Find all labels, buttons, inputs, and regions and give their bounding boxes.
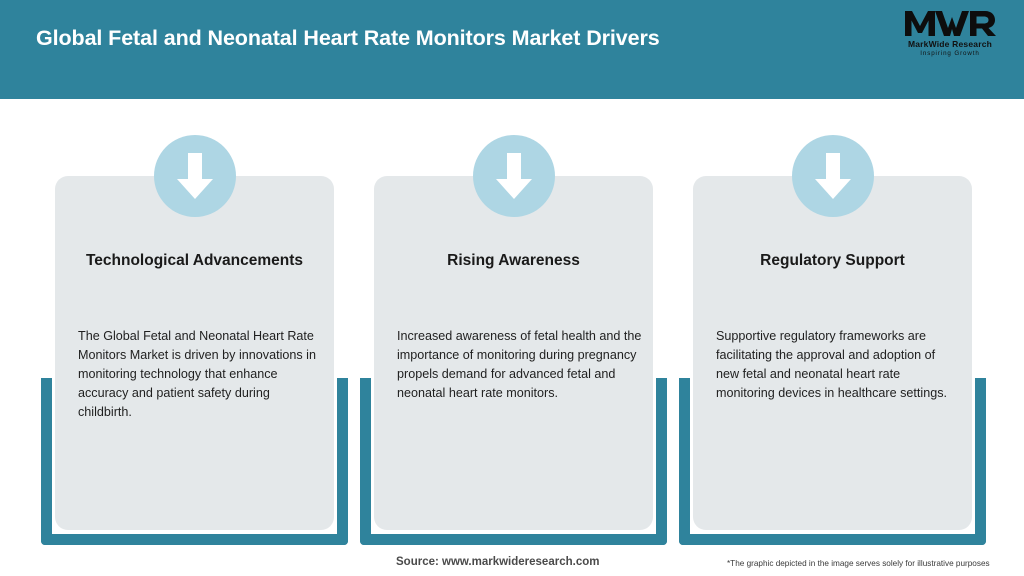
card-bracket-frame — [679, 378, 986, 545]
footer-source-label: Source: www.markwideresearch.com — [396, 556, 600, 568]
card-title: Regulatory Support — [760, 252, 905, 269]
card-panel — [693, 176, 972, 530]
card-bracket-frame — [41, 378, 348, 545]
down-arrow-icon — [153, 135, 236, 217]
driver-cards-row: Technological Advancements The Global Fe… — [0, 99, 1024, 545]
card-title: Rising Awareness — [447, 252, 580, 269]
down-arrow-icon — [791, 135, 874, 217]
driver-card[interactable]: Rising Awareness Increased awareness of … — [360, 99, 667, 545]
card-body-text: Supportive regulatory frameworks are fac… — [716, 329, 948, 400]
page-title: Global Fetal and Neonatal Heart Rate Mon… — [36, 26, 660, 50]
card-body-text: Increased awareness of fetal health and … — [397, 329, 642, 400]
down-arrow-icon — [472, 135, 555, 217]
mwr-logo-icon — [905, 11, 996, 36]
driver-card[interactable]: Technological Advancements The Global Fe… — [41, 99, 348, 545]
header-banner: Global Fetal and Neonatal Heart Rate Mon… — [0, 0, 1024, 99]
card-bracket-frame — [360, 378, 667, 545]
card-panel — [374, 176, 653, 530]
card-title: Technological Advancements — [85, 252, 304, 269]
logo-company-name: MarkWide Research — [907, 39, 993, 49]
logo-tagline: Inspiring Growth — [920, 50, 980, 57]
card-panel — [55, 176, 334, 530]
driver-card[interactable]: Regulatory Support Supportive regulatory… — [679, 99, 986, 545]
card-body-text: The Global Fetal and Neonatal Heart Rate… — [78, 329, 316, 419]
brand-logo: MarkWide Research Inspiring Growth — [894, 8, 1006, 64]
footer-disclaimer: *The graphic depicted in the image serve… — [727, 559, 990, 568]
